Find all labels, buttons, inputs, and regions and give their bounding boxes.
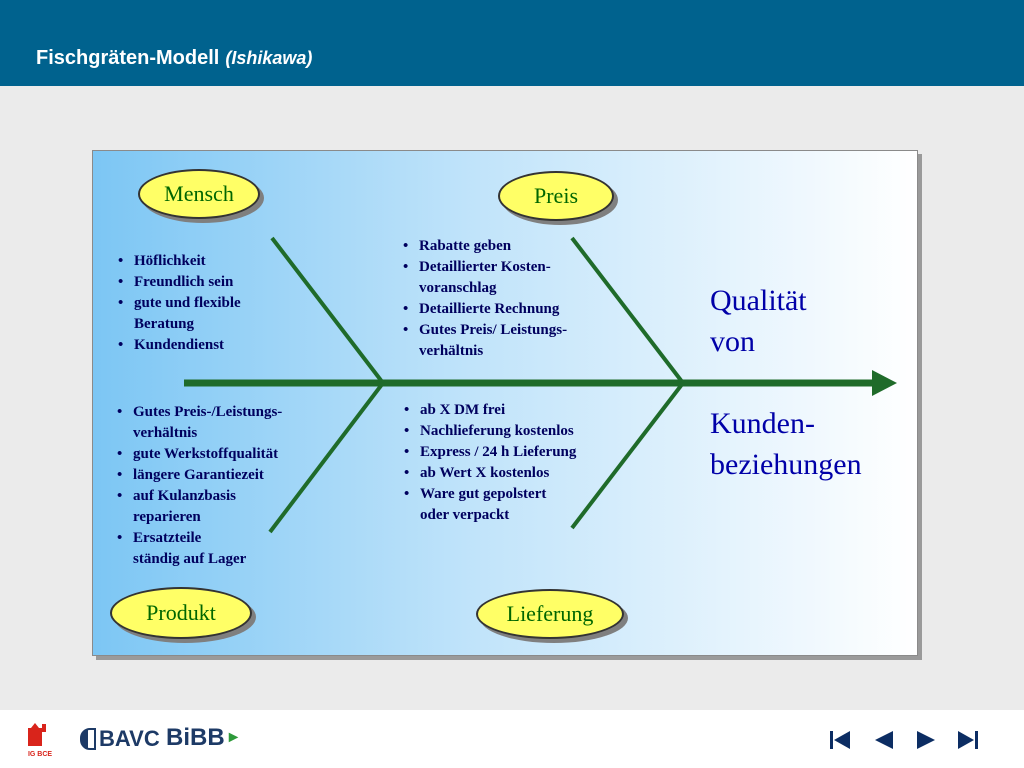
cause-item: Gutes Preis-/Leistungs-verhältnis [113, 402, 328, 444]
category-preis-label: Preis [534, 183, 578, 208]
effect-line-2: von [710, 325, 755, 358]
last-icon-bar [975, 731, 978, 749]
page-title-subtitle: (Ishikawa) [225, 48, 313, 68]
effect-line-1: Qualität [710, 284, 807, 317]
header-bar: Fischgräten-Modell(Ishikawa) [0, 0, 1024, 86]
cause-item: längere Garantiezeit [113, 465, 328, 486]
cause-item: Express / 24 h Lieferung [400, 442, 620, 463]
cause-item: gute Werkstoffqualität [113, 444, 328, 465]
cause-item: Rabatte geben [399, 236, 614, 257]
bavc-logo: BAVC [80, 726, 160, 752]
last-icon [958, 731, 974, 749]
prev-icon [875, 731, 893, 749]
bone-mensch [270, 236, 385, 385]
footer-bar [0, 710, 1024, 768]
category-preis-oval: Preis [498, 171, 614, 221]
bibb-arrow-icon: ► [225, 729, 242, 746]
bce-logo-text: IG BCE [28, 751, 52, 758]
nav-last-button[interactable] [956, 729, 980, 751]
page-title: Fischgräten-Modell(Ishikawa) [36, 47, 312, 70]
cause-list-mensch: HöflichkeitFreundlich seingute und flexi… [114, 251, 284, 356]
nav-first-button[interactable] [828, 729, 852, 751]
effect-line-4: Kunden- [710, 407, 815, 440]
next-icon [917, 731, 935, 749]
nav-prev-button[interactable] [872, 729, 896, 751]
effect-line-5: beziehungen [710, 448, 862, 481]
category-produkt-oval: Produkt [110, 587, 252, 639]
nav-next-button[interactable] [914, 729, 938, 751]
cause-item: Detaillierte Rechnung [399, 299, 614, 320]
cause-item: Nachlieferung kostenlos [400, 421, 620, 442]
cause-item: ab X DM frei [400, 400, 620, 421]
bavc-logo-text: BAVC [99, 726, 160, 751]
effect-text: Qualität von Kunden- beziehungen [710, 280, 862, 485]
cause-item: Gutes Preis/ Leistungs-verhältnis [399, 320, 614, 362]
cause-item: Freundlich sein [114, 272, 284, 293]
cause-item: Höflichkeit [114, 251, 284, 272]
first-icon-bar [830, 731, 833, 749]
cause-list-produkt: Gutes Preis-/Leistungs-verhältnisgute We… [113, 402, 328, 570]
effect-line-3 [710, 362, 862, 403]
cause-item: Kundendienst [114, 335, 284, 356]
bibb-logo: BiBB► [166, 724, 242, 752]
cause-list-preis: Rabatte gebenDetaillierter Kosten-vorans… [399, 236, 614, 362]
category-mensch-oval: Mensch [138, 169, 260, 219]
category-lieferung-oval: Lieferung [476, 589, 624, 639]
bavc-mark-icon [80, 728, 96, 750]
page-title-main: Fischgräten-Modell [36, 47, 220, 69]
cause-item: ab Wert X kostenlos [400, 463, 620, 484]
cause-item: Detaillierter Kosten-voranschlag [399, 257, 614, 299]
category-lieferung-label: Lieferung [506, 601, 594, 626]
bibb-logo-text: BiBB [166, 724, 225, 751]
cause-list-lieferung: ab X DM freiNachlieferung kostenlosExpre… [400, 400, 620, 526]
category-mensch-label: Mensch [164, 181, 234, 206]
spine-arrowhead [872, 370, 897, 396]
category-produkt-label: Produkt [146, 600, 216, 625]
first-icon [834, 731, 850, 749]
bce-logo: IG BCE [28, 723, 52, 758]
